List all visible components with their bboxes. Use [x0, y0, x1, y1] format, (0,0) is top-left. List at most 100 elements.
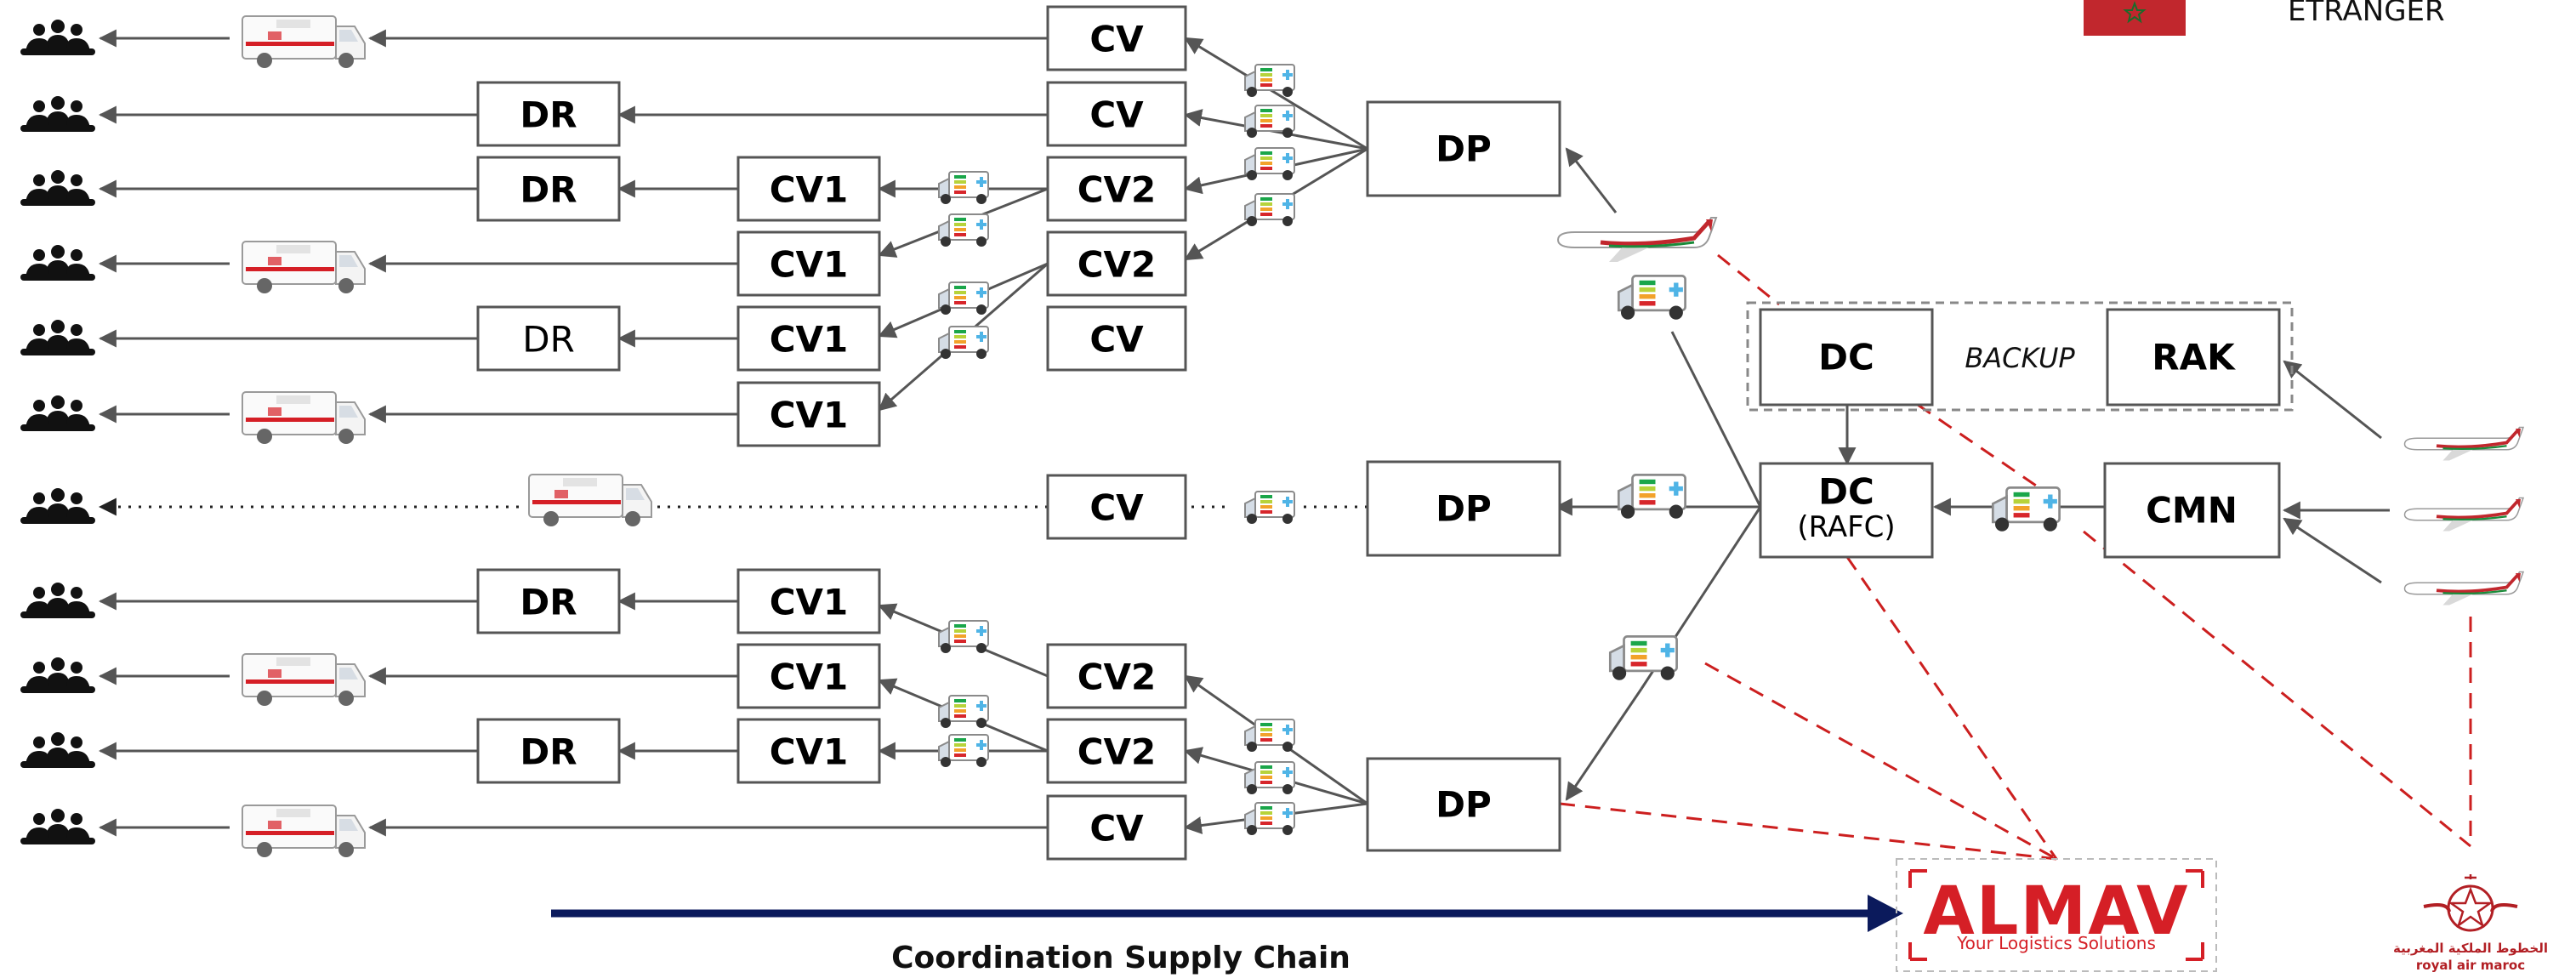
node-cv1-row9: CV1: [736, 643, 881, 709]
moroccan-flag-icon: [2084, 0, 2186, 36]
refrigerated-van-icon: [242, 15, 366, 69]
node-cmn: CMN: [2103, 462, 2281, 559]
vaccine-van-icon: [1617, 275, 1686, 321]
svg-text:CV1: CV1: [770, 657, 849, 698]
vaccine-van-icon: [1244, 147, 1295, 181]
refrigerated-van-icon: [242, 805, 366, 858]
people-group-icon: [20, 809, 95, 844]
node-dr-row8: DR: [476, 568, 621, 634]
svg-text:CV1: CV1: [770, 244, 849, 286]
people-group-icon: [20, 657, 95, 693]
svg-text:CV1: CV1: [770, 319, 849, 361]
backup-frame: [1746, 301, 2294, 412]
vaccine-van-icon: [938, 620, 989, 654]
svg-text:(RAFC): (RAFC): [1797, 510, 1895, 544]
node-cv2-row10: CV2: [1046, 718, 1187, 784]
node-dp-top: DP: [1366, 100, 1561, 197]
people-group-icon: [20, 488, 95, 524]
svg-text:CMN: CMN: [2146, 490, 2238, 532]
header-country-label: ETRANGER: [2288, 0, 2445, 28]
people-group-icon: [20, 96, 95, 132]
node-cv-row2: CV: [1046, 81, 1187, 147]
node-dr-row2: DR: [476, 81, 621, 147]
svg-text:DP: DP: [1436, 128, 1492, 170]
ram-arabic-text: الخطوط الملكية المغربية: [2393, 941, 2548, 956]
vaccine-van-icon: [1991, 486, 2061, 533]
svg-text:CV1: CV1: [770, 169, 849, 211]
svg-text:CV: CV: [1089, 808, 1144, 850]
people-group-icon: [20, 20, 95, 55]
almav-name: ALMAV: [1923, 873, 2189, 950]
people-group-icon: [20, 732, 95, 768]
airplane-icon: [2403, 425, 2525, 463]
vaccine-van-icon: [1244, 802, 1295, 836]
people-group-icon: [20, 583, 95, 618]
node-cv-row5: CV: [1046, 305, 1187, 372]
refrigerated-van-icon: [242, 653, 366, 707]
people-group-icon: [20, 245, 95, 281]
vaccine-van-icon: [1244, 193, 1295, 227]
svg-text:DR: DR: [520, 582, 577, 623]
backup-label: BACKUP: [1965, 342, 2075, 374]
svg-text:DC: DC: [1818, 471, 1874, 513]
svg-text:DC: DC: [1818, 337, 1874, 378]
royal-air-maroc-logo-icon: الخطوط الملكية المغربية royal air maroc: [2393, 874, 2548, 973]
ram-latin-text: royal air maroc: [2416, 958, 2525, 973]
svg-text:CV1: CV1: [770, 731, 849, 773]
node-cv2-row9: CV2: [1046, 643, 1187, 709]
refrigerated-van-icon: [528, 474, 652, 527]
svg-text:CV: CV: [1089, 19, 1144, 60]
svg-text:CV: CV: [1089, 94, 1144, 136]
vaccine-van-icon: [1244, 64, 1295, 98]
vaccine-van-icon: [938, 281, 989, 316]
node-dc-rafc: DC (RAFC): [1759, 462, 1934, 559]
vaccine-van-icon: [1617, 474, 1686, 520]
coordination-arrowhead: [1868, 895, 1903, 932]
airplane-icon: [1558, 218, 1716, 262]
airplane-icon: [2403, 496, 2525, 533]
node-dp-bot: DP: [1366, 757, 1561, 852]
svg-text:DR: DR: [520, 94, 577, 136]
node-cv1-row4: CV1: [736, 230, 881, 297]
people-group-icon: [20, 320, 95, 355]
node-cv2-row4: CV2: [1046, 230, 1187, 297]
people-group-icon: [20, 395, 95, 431]
vaccine-van-icon: [938, 695, 989, 729]
node-cv-row7: CV: [1046, 474, 1187, 540]
vaccine-van-icon: [938, 326, 989, 360]
vaccine-van-icon: [938, 213, 989, 247]
svg-text:CV: CV: [1089, 487, 1144, 529]
svg-text:DR: DR: [522, 319, 575, 361]
svg-text:CV2: CV2: [1078, 244, 1157, 286]
svg-text:CV1: CV1: [770, 582, 849, 623]
svg-text:RAK: RAK: [2152, 337, 2236, 378]
svg-text:CV2: CV2: [1078, 169, 1157, 211]
almav-logo: ALMAV Your Logistics Solutions: [1896, 858, 2217, 972]
node-cv1-row10: CV1: [736, 718, 881, 784]
refrigerated-van-icon: [242, 391, 366, 445]
node-cv1-row8: CV1: [736, 568, 881, 634]
people-group-icon: [20, 170, 95, 206]
svg-text:DP: DP: [1436, 488, 1492, 530]
node-dr-row3: DR: [476, 156, 621, 222]
vaccine-van-icon: [938, 734, 989, 768]
node-cv-row11: CV: [1046, 794, 1187, 861]
node-cv2-row3: CV2: [1046, 156, 1187, 222]
svg-text:CV2: CV2: [1078, 657, 1157, 698]
node-cv1-row3: CV1: [736, 156, 881, 222]
vaccine-van-icon: [1608, 635, 1678, 682]
node-dr-row5: DR: [476, 305, 621, 372]
refrigerated-van-icon: [242, 241, 366, 294]
svg-text:CV1: CV1: [770, 395, 849, 436]
svg-text:CV2: CV2: [1078, 731, 1157, 773]
airplane-icon: [2403, 570, 2525, 607]
caption-coordination-supply-chain: Coordination Supply Chain: [891, 941, 1351, 975]
svg-text:CV: CV: [1089, 319, 1144, 361]
node-rak: RAK: [2106, 308, 2281, 407]
vaccine-van-icon: [1244, 761, 1295, 795]
node-cv-row1: CV: [1046, 5, 1187, 71]
vaccine-van-icon: [938, 171, 989, 205]
svg-text:DR: DR: [520, 169, 577, 211]
node-dr-row10: DR: [476, 718, 621, 784]
